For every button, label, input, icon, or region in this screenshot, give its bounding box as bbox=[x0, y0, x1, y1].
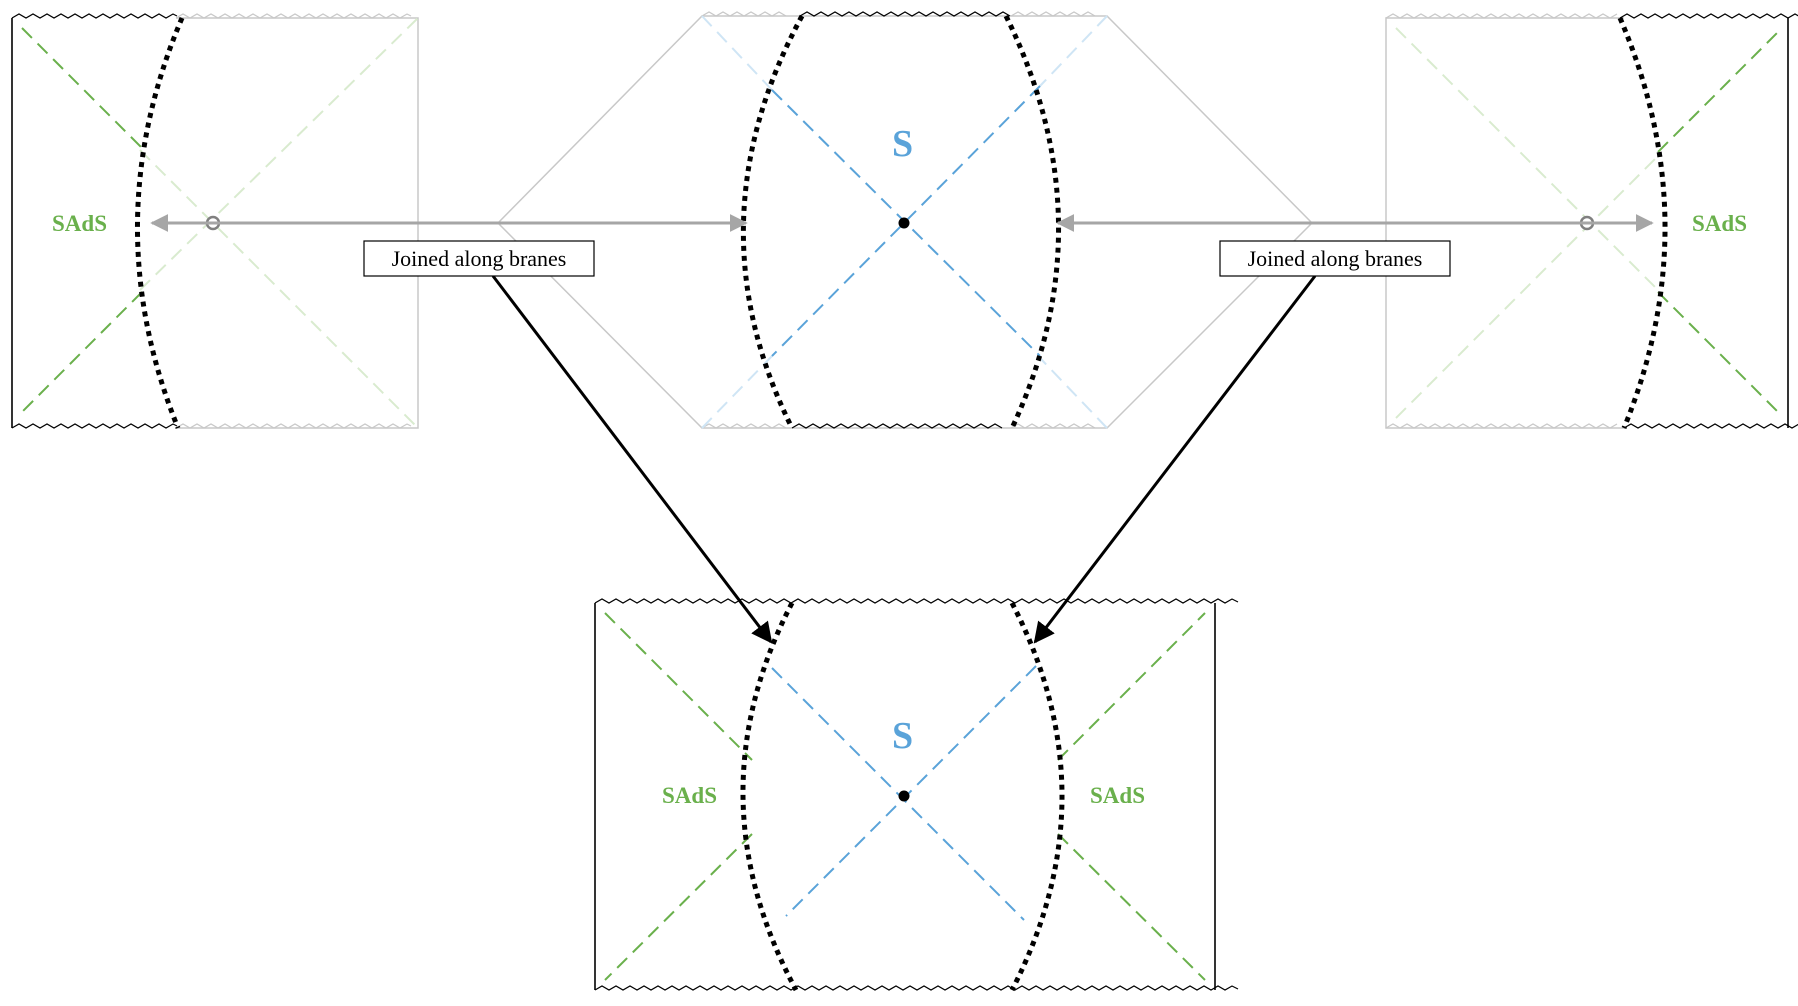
faded-horizon bbox=[1039, 15, 1108, 87]
brane-curve-right bbox=[1009, 601, 1065, 992]
bifurcation-point bbox=[898, 217, 910, 229]
region-label-sads: SAdS bbox=[52, 211, 107, 236]
region-label-s: S bbox=[892, 715, 913, 757]
horizon-line bbox=[604, 612, 753, 761]
singularity-bottom bbox=[594, 985, 1239, 991]
annotation-box-left: Joined along branes bbox=[363, 240, 595, 277]
horizon-line bbox=[771, 85, 1041, 357]
singularity-bottom bbox=[791, 423, 1003, 429]
brane-curve-left bbox=[740, 601, 799, 992]
horizon-line bbox=[21, 291, 143, 413]
faded-horizon bbox=[139, 149, 419, 429]
horizon-line bbox=[785, 665, 1037, 917]
annotation-text: Joined along branes bbox=[392, 246, 567, 271]
faded-singularity-bottom bbox=[1385, 423, 1618, 429]
horizon-line bbox=[1657, 291, 1781, 415]
singularity-top bbox=[1619, 13, 1798, 19]
singularity-bottom bbox=[1623, 423, 1798, 429]
panel-right-sads: SAdS bbox=[1385, 13, 1798, 429]
horizon-line bbox=[1057, 612, 1206, 761]
horizon-line bbox=[771, 667, 1025, 921]
faded-singularity-top bbox=[1385, 13, 1618, 19]
singularity-top bbox=[594, 598, 1239, 604]
annotation-box-right: Joined along branes bbox=[1219, 240, 1451, 277]
gluing-arrow-right bbox=[1033, 275, 1317, 644]
faded-horizon bbox=[701, 355, 773, 429]
region-label-sads-left: SAdS bbox=[662, 783, 717, 808]
faded-singularity-bottom bbox=[701, 423, 1096, 429]
region-label-sads-right: SAdS bbox=[1090, 783, 1145, 808]
faded-singularity-top bbox=[701, 11, 1096, 17]
brane-curve bbox=[1617, 17, 1668, 429]
faded-horizon bbox=[1039, 357, 1108, 429]
region-label-s: S bbox=[892, 123, 913, 165]
panel-left-sads: SAdS bbox=[11, 13, 419, 429]
region-label-sads: SAdS bbox=[1692, 211, 1747, 236]
brane-curve-right bbox=[1003, 14, 1061, 430]
gluing-arrow-left bbox=[491, 275, 773, 644]
singularity-top bbox=[799, 11, 1011, 17]
horizon-line bbox=[1057, 833, 1206, 981]
brane-curve-left bbox=[740, 14, 805, 430]
faded-horizon bbox=[1395, 27, 1659, 291]
horizon-line bbox=[1657, 29, 1781, 153]
panel-center-ds: S bbox=[496, 11, 1314, 430]
faded-singularity-top bbox=[175, 13, 412, 19]
panel-result: SAdS S SAdS bbox=[594, 598, 1239, 992]
annotation-text: Joined along branes bbox=[1248, 246, 1423, 271]
faded-horizon bbox=[701, 15, 773, 91]
brane-curve bbox=[135, 17, 185, 429]
horizon-line bbox=[21, 27, 143, 149]
bifurcation-point bbox=[898, 790, 910, 802]
horizon-line bbox=[604, 833, 753, 981]
faded-singularity-bottom bbox=[175, 423, 412, 429]
singularity-bottom bbox=[11, 423, 178, 429]
singularity-top bbox=[11, 13, 178, 19]
faded-horizon bbox=[1395, 155, 1659, 419]
